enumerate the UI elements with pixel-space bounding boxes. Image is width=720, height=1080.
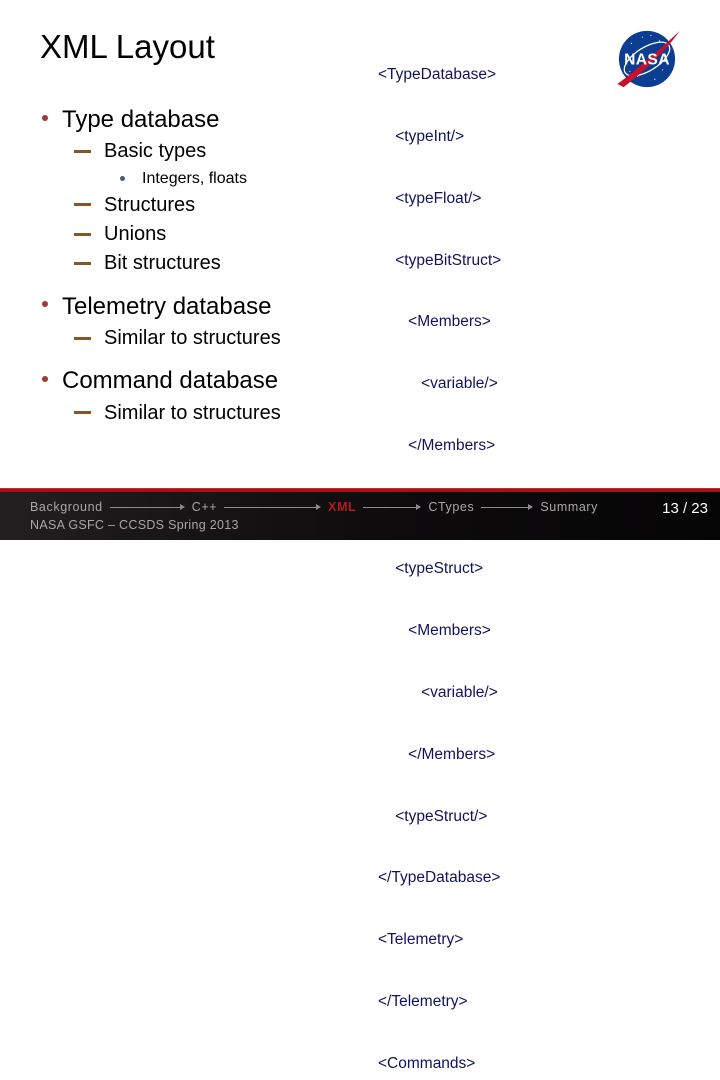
page-title: XML Layout [40,28,215,65]
xml-line: <variable/> [378,684,498,701]
bullet-dash-icon [74,262,91,266]
xml-line: </Members> [378,745,496,763]
xml-line: </Members> [378,436,496,454]
xml-line: <typeStruct> [378,560,484,578]
bullet-level2: Unions [36,221,372,247]
bullet-level1: Type database [36,104,372,135]
bullet-dot-icon [42,301,48,308]
breadcrumb-item-xml[interactable]: XML [328,500,357,514]
xml-line: <Members> [378,313,491,331]
bullet-text: Basic types [104,140,207,163]
bullet-level2: Similar to structures [36,325,372,351]
breadcrumb-item-summary[interactable]: Summary [540,500,599,514]
bullet-level2: Similar to structures [36,400,372,426]
breadcrumb-item-cpp[interactable]: C++ [191,500,218,514]
xml-line: </Telemetry> [378,992,468,1010]
bullet-text: Similar to structures [104,401,281,424]
bullet-text: Bit structures [104,252,221,275]
bullet-dot-icon [42,375,48,382]
bullet-level1: Command database [36,365,372,396]
bullet-text: Integers, floats [142,169,247,187]
bullet-level3: Integers, floats [36,168,372,189]
bullet-outline: Type database Basic types Integers, floa… [36,104,372,426]
bullet-level2: Basic types [36,138,372,164]
xml-line: <variable/> [378,375,498,393]
breadcrumb: Background C++ XML CTypes Summary [30,498,598,516]
footer-bar: Background C++ XML CTypes Summary NASA G… [0,488,720,540]
xml-line: <Telemetry> [378,931,464,949]
bullet-level2: Bit structures [36,250,372,276]
bullet-dot-icon [42,114,48,121]
bullet-dash-icon [74,149,91,153]
xml-line: <typeInt/> [378,127,465,145]
bullet-dash-icon [74,411,91,415]
bullet-text: Telemetry database [62,292,272,320]
bullet-square-dot-icon [120,175,125,181]
bullet-level1: Telemetry database [36,291,372,322]
bullet-text: Structures [104,193,196,216]
breadcrumb-item-ctypes[interactable]: CTypes [428,500,475,514]
slide-canvas: XML Layout Type database Basic types Int… [0,20,720,1072]
xml-line: <Commands> [378,1054,476,1072]
bullet-dash-icon [74,232,91,236]
arrow-right-icon [224,504,322,510]
arrow-right-icon [109,504,185,510]
nasa-logo-icon: NASA [608,20,686,98]
bullet-dash-icon [74,203,91,207]
footer-credit: NASA GSFC – CCSDS Spring 2013 [30,518,239,532]
bullet-dash-icon [74,336,91,340]
breadcrumb-item-background[interactable]: Background [30,500,103,514]
bullet-level2: Structures [36,192,372,218]
bullet-text: Type database [62,106,220,133]
svg-text:NASA: NASA [624,51,670,68]
xml-line: <typeBitStruct> [378,251,502,269]
arrow-right-icon [363,504,422,510]
xml-line: <Members> [378,622,491,640]
xml-line: <typeStruct/> [378,807,488,825]
xml-code-block: <TypeDatabase> <typeInt/> <typeFloat/> <… [378,24,636,1080]
arrow-right-icon [481,504,534,510]
xml-line: <TypeDatabase> [378,66,497,84]
bullet-text: Command database [62,367,279,395]
bullet-text: Unions [104,223,167,246]
page-number: 13 / 23 [662,500,708,517]
xml-line: <typeFloat/> [378,189,482,207]
bullet-text: Similar to structures [104,327,281,350]
xml-line: </TypeDatabase> [378,869,501,887]
